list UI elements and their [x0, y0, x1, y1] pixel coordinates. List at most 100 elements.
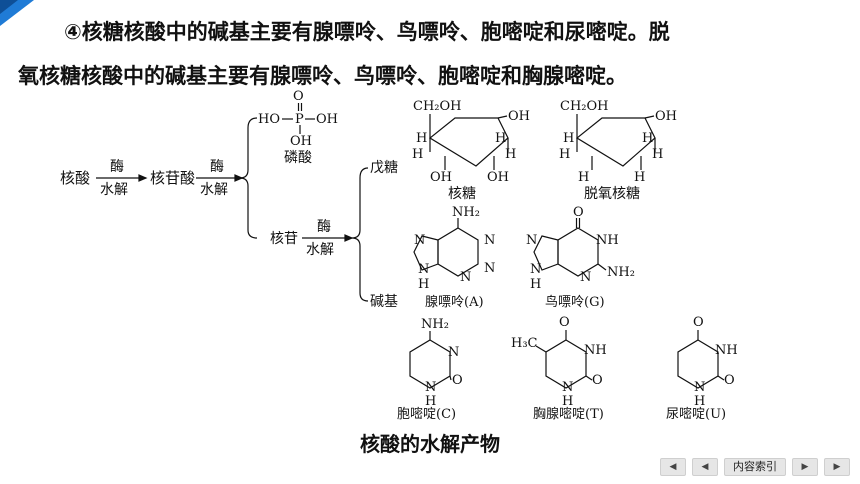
- ribose-ring: [428, 117, 509, 167]
- deoxyribose-h-6: H: [634, 170, 645, 185]
- thymine-nh: NH: [584, 343, 607, 358]
- label-nucleic-acid: 核酸: [60, 169, 90, 187]
- uracil-nh: NH: [715, 343, 738, 358]
- guanine-o: O: [573, 205, 584, 220]
- arrow-1-head: [138, 174, 148, 182]
- paragraph-line-1: ④核糖核酸中的碱基主要有腺嘌呤、鸟嘌呤、胞嘧啶和尿嘧啶。脱: [64, 20, 670, 44]
- figure-caption: 核酸的水解产物: [360, 432, 500, 456]
- last-page-icon: ▶: [833, 462, 841, 472]
- deoxyribose-oh-bond: [644, 115, 655, 119]
- deoxyribose-h-4: H: [652, 147, 663, 162]
- label-hydrolysis-3: 水解: [306, 242, 334, 258]
- slide-navigation: ◀ ◀ 内容索引 ▶ ▶: [660, 458, 850, 476]
- arrow-2-head: [234, 174, 244, 182]
- adenine-h: H: [418, 277, 429, 292]
- paragraph-line-2: 氧核糖核酸中的碱基主要有腺嘌呤、鸟嘌呤、胞嘧啶和胸腺嘧啶。: [18, 64, 627, 88]
- thymine-ch3-bond: [535, 345, 547, 353]
- label-pentose: 戊糖: [370, 160, 398, 176]
- guanine-h: H: [530, 277, 541, 292]
- ribose-oh-right: OH: [508, 109, 530, 124]
- cytosine-ring: [409, 339, 451, 389]
- label-enzyme-3: 酶: [317, 219, 331, 235]
- corner-decoration: [0, 0, 34, 26]
- deoxyribose-ch2oh: CH₂OH: [560, 99, 609, 114]
- label-thymine: 胸腺嘧啶(T): [533, 407, 604, 422]
- guanine-ring-5: [533, 235, 559, 271]
- guanine-nh2-bond: [597, 263, 607, 271]
- bracket-main: [239, 117, 258, 239]
- label-nucleotide: 核苷酸: [150, 169, 195, 187]
- thymine-o-top: O: [559, 315, 570, 330]
- guanine-n-3: N: [530, 262, 541, 277]
- deoxyribose-h-5: H: [578, 170, 589, 185]
- label-ribose: 核糖: [448, 186, 476, 202]
- arrow-3-head: [344, 234, 354, 242]
- label-uracil: 尿嘧啶(U): [666, 407, 726, 422]
- label-adenine: 腺嘌呤(A): [425, 294, 484, 310]
- adenine-n-4: N: [460, 270, 471, 285]
- last-page-button[interactable]: ▶: [824, 458, 850, 476]
- content-index-button[interactable]: 内容索引: [724, 458, 786, 476]
- ribose-oh-left: OH: [430, 170, 452, 185]
- cytosine-co-bond: [449, 375, 452, 381]
- cytosine-n-1: N: [448, 345, 459, 360]
- ribose-oh-bottom: OH: [487, 170, 509, 185]
- deoxyribose-h-1: H: [563, 131, 574, 146]
- phosphate-p: P: [295, 112, 304, 127]
- next-page-button[interactable]: ▶: [792, 458, 818, 476]
- phosphate-oh: OH: [316, 112, 338, 127]
- adenine-nh2: NH₂: [452, 205, 480, 220]
- body-paragraph: ④核糖核酸中的碱基主要有腺嘌呤、鸟嘌呤、胞嘧啶和尿嘧啶。脱 氧核糖核酸中的碱基主…: [18, 10, 848, 98]
- label-nucleoside: 核苷: [270, 231, 298, 247]
- cytosine-h: H: [425, 394, 436, 409]
- uracil-ring: [677, 339, 719, 389]
- adenine-ring-6: [437, 227, 479, 277]
- first-page-icon: ◀: [669, 462, 677, 472]
- label-phosphate: 磷酸: [284, 150, 312, 166]
- previous-page-button[interactable]: ◀: [692, 458, 718, 476]
- label-hydrolysis-1: 水解: [100, 182, 128, 198]
- deoxyribose-oh: OH: [655, 109, 677, 124]
- label-guanine: 鸟嘌呤(G): [545, 294, 605, 310]
- ribose-oh-bond: [497, 115, 508, 119]
- label-base: 碱基: [370, 293, 398, 310]
- label-enzyme-1: 酶: [110, 159, 124, 175]
- label-enzyme-2: 酶: [210, 159, 224, 175]
- deoxyribose-h-3: H: [559, 147, 570, 162]
- thymine-co-bond: [585, 375, 593, 381]
- ribose-h-2: H: [495, 131, 506, 146]
- thymine-o: O: [592, 373, 603, 388]
- previous-page-icon: ◀: [701, 462, 709, 472]
- thymine-h3c: H₃C: [511, 336, 538, 351]
- first-page-button[interactable]: ◀: [660, 458, 686, 476]
- adenine-n-2: N: [484, 233, 495, 248]
- ribose-h-3: H: [412, 147, 423, 162]
- phosphate-oh-bottom: OH: [290, 134, 312, 149]
- cytosine-o: O: [452, 373, 463, 388]
- bracket-nucleoside: [351, 167, 369, 302]
- deoxyribose-h-2: H: [642, 131, 653, 146]
- next-page-icon: ▶: [801, 462, 809, 472]
- adenine-ring-5: [413, 235, 439, 271]
- uracil-o: O: [724, 373, 735, 388]
- adenine-n-3: N: [484, 261, 495, 276]
- label-cytosine: 胞嘧啶(C): [397, 407, 456, 422]
- ribose-h-1: H: [416, 131, 427, 146]
- ribose-h-4: H: [505, 147, 516, 162]
- uracil-h: H: [694, 394, 705, 409]
- guanine-n-1: N: [526, 233, 537, 248]
- deoxyribose-ring: [575, 117, 656, 167]
- hydrolysis-diagram: 核酸 酶 水解 核苷酸 酶 水解 HO P OH O OH 磷酸 核苷 酶 水解…: [60, 89, 738, 422]
- uracil-o-top: O: [693, 315, 704, 330]
- thymine-h: H: [562, 394, 573, 409]
- cytosine-nh2: NH₂: [421, 317, 449, 332]
- phosphate-o: O: [293, 89, 304, 104]
- label-hydrolysis-2: 水解: [200, 182, 228, 198]
- label-deoxyribose: 脱氧核糖: [584, 186, 640, 202]
- guanine-n-2: N: [580, 270, 591, 285]
- guanine-nh: NH: [596, 233, 619, 248]
- ribose-ch2oh: CH₂OH: [413, 99, 462, 114]
- guanine-ring-6: [557, 227, 599, 277]
- uracil-co-bond: [717, 375, 725, 381]
- guanine-nh2: NH₂: [607, 265, 635, 280]
